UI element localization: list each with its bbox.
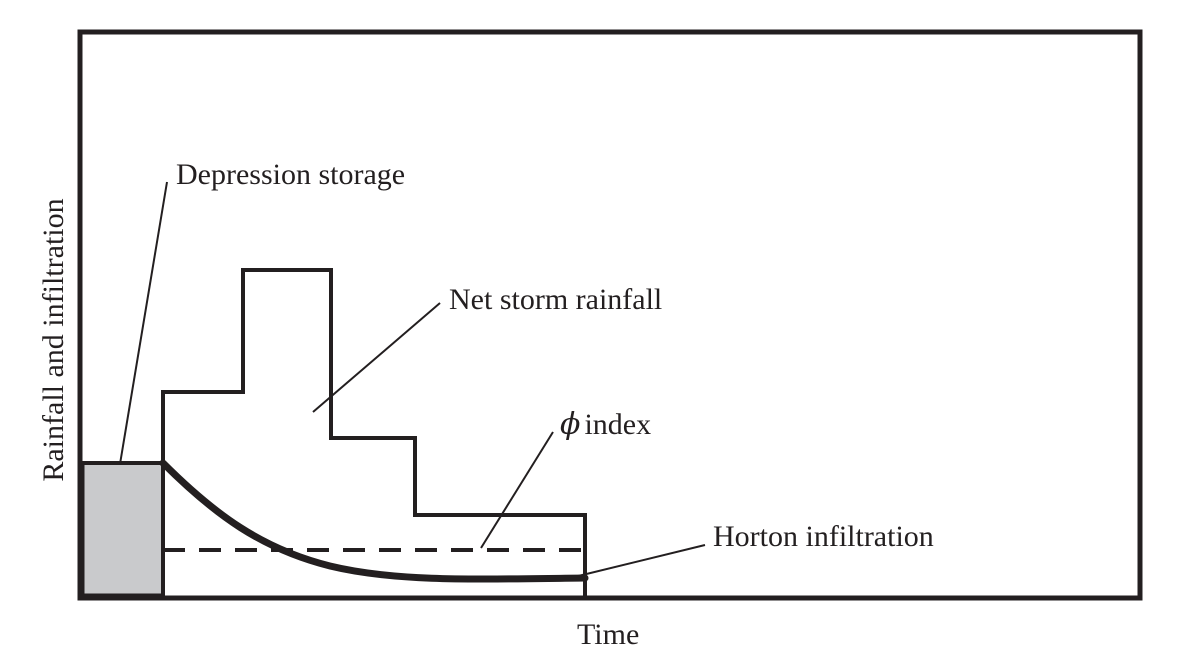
leader-line-depression-storage	[119, 181, 168, 465]
leader-line-net-storm-rainfall	[312, 302, 441, 413]
x-axis-label: Time	[577, 618, 640, 651]
leader-line-phi-index	[480, 431, 554, 549]
leader-line-horton-infiltration	[569, 544, 706, 579]
horton-infiltration-label: Horton infiltration	[713, 520, 934, 553]
y-axis-label: Rainfall and infiltration	[37, 198, 70, 482]
figure-frame	[77, 29, 1143, 601]
storm-rainfall-hyetograph	[161, 268, 587, 596]
phi-index-text: index	[584, 408, 652, 441]
depression-storage-label: Depression storage	[176, 158, 406, 191]
net-storm-rainfall-label: Net storm rainfall	[449, 283, 663, 316]
phi-symbol: ϕ	[560, 407, 581, 442]
depression-storage-block	[80, 461, 165, 598]
horton-infiltration-curve	[159, 459, 589, 583]
